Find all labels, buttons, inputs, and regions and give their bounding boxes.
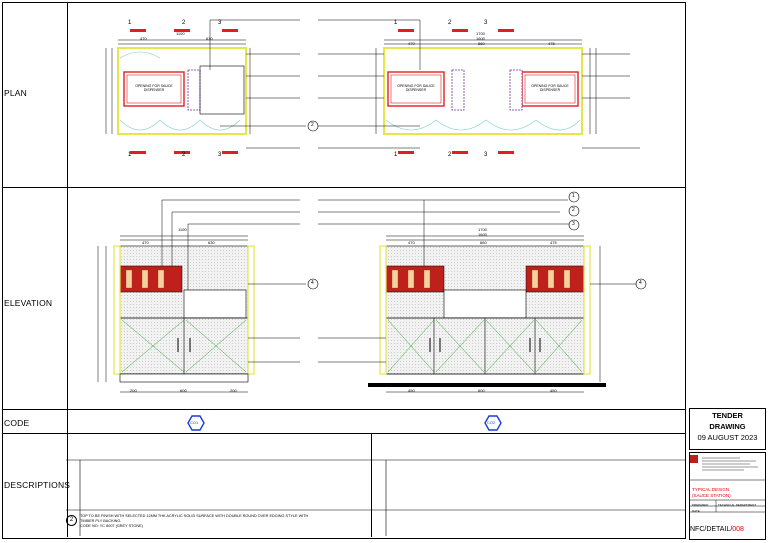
drawing-number: NFC/DETAIL/008 bbox=[690, 526, 744, 533]
tender-date: 09 AUGUST 2023 bbox=[697, 433, 758, 442]
label-column-divider bbox=[67, 3, 68, 537]
note-line-3: CODE NO: YC 8007 (GREY STONE) bbox=[80, 524, 143, 529]
row-label-descriptions: DESCRIPTIONS bbox=[4, 480, 71, 490]
title-block-lines bbox=[689, 455, 766, 513]
note-line-2: TIMBER PLY BACKING. bbox=[80, 519, 122, 524]
elev-left-tag-label: 4 bbox=[311, 280, 314, 286]
code-co2-label: CO2 bbox=[487, 420, 496, 425]
elev-right-dim-c: 475 bbox=[550, 240, 557, 245]
plan-tag-marker bbox=[307, 120, 319, 132]
description-table bbox=[66, 459, 686, 536]
elev-right-tag-4 bbox=[635, 278, 647, 290]
elev-right-tag-3 bbox=[568, 219, 580, 231]
plan-right-callout-2: 2 bbox=[448, 20, 452, 26]
plan-right-callout-1: 1 bbox=[394, 20, 398, 26]
plan-left bbox=[105, 19, 306, 154]
elevation-right bbox=[318, 199, 636, 393]
plan-left-dim-total: 1100 bbox=[176, 31, 185, 36]
elev-right-dim-total: 1700 bbox=[478, 227, 487, 232]
plan-right-callout-2b: 2 bbox=[448, 152, 452, 158]
elevation-left bbox=[97, 199, 306, 393]
drawing-number-value: 008 bbox=[732, 526, 744, 533]
plan-right-callout-3b: 3 bbox=[484, 152, 488, 158]
row-divider-elevation bbox=[3, 409, 685, 410]
plan-left-callout-2b: 2 bbox=[182, 152, 186, 158]
elev-left-dim-bottom-a: 200 bbox=[130, 388, 137, 393]
plan-right-dim-total: 1700 bbox=[476, 31, 485, 36]
elev-right-tag-2-label: 2 bbox=[572, 207, 575, 213]
plan-right-opening-label-a: OPENING FOR SAUCE DISPENSER bbox=[397, 84, 435, 92]
row-label-code: CODE bbox=[4, 418, 30, 428]
plan-left-dim-a: 470 bbox=[140, 36, 147, 41]
plan-right-callout-1b: 1 bbox=[394, 152, 398, 158]
code-badge-co2 bbox=[484, 415, 502, 431]
elev-right-dim-bottom-a: 450 bbox=[408, 388, 415, 393]
row-divider-code bbox=[3, 433, 685, 434]
code-badge-co1 bbox=[187, 415, 205, 431]
elev-right-dim-inner: 1600 bbox=[478, 232, 487, 237]
elev-left-dim-a: 470 bbox=[142, 240, 149, 245]
plan-right-dim-c: 475 bbox=[548, 41, 555, 46]
row-label-plan: PLAN bbox=[4, 88, 28, 98]
row-label-elevation: ELEVATION bbox=[4, 298, 53, 308]
plan-right-opening-label-b: OPENING FOR SAUCE DISPENSER bbox=[531, 84, 569, 92]
tender-title-2: DRAWING bbox=[709, 422, 746, 431]
plan-left-callout-3b: 3 bbox=[218, 152, 222, 158]
plan-left-callout-2: 2 bbox=[182, 20, 186, 26]
tender-box: TENDER DRAWING 09 AUGUST 2023 bbox=[689, 408, 766, 450]
title-line-1: TYPICAL DESIGN bbox=[692, 487, 730, 492]
plan-left-callout-1b: 1 bbox=[128, 152, 132, 158]
plan-left-callout-3: 3 bbox=[218, 20, 222, 26]
row-divider-plan bbox=[3, 187, 685, 188]
elev-left-dim-total: 1100 bbox=[178, 227, 187, 232]
plan-right-dim-a: 470 bbox=[408, 41, 415, 46]
elev-right-tag-3-label: 3 bbox=[572, 221, 575, 227]
title-block: TYPICAL DESIGN (SAUCE STATION) PREPARED … bbox=[689, 452, 766, 540]
elev-right-tag-4-label: 4 bbox=[639, 280, 642, 286]
note-mark: 2 bbox=[66, 515, 77, 526]
plan-right-dim-inner: 1600 bbox=[476, 36, 485, 41]
elev-left-dim-bottom-b: 600 bbox=[180, 388, 187, 393]
plan-right-dim-b: 660 bbox=[478, 41, 485, 46]
plan-tag-label: 2 bbox=[311, 122, 314, 128]
drawing-prefix: NFC/DETAIL/ bbox=[690, 526, 733, 533]
elev-left-dim-b: 630 bbox=[208, 240, 215, 245]
elev-left-dim-bottom-c: 200 bbox=[230, 388, 237, 393]
drawing-sheet bbox=[2, 2, 686, 539]
elev-right-dim-bottom-b: 600 bbox=[478, 388, 485, 393]
title-block-fineprint bbox=[702, 457, 758, 471]
plan-left-opening-label: OPENING FOR SAUCE DISPENSER bbox=[135, 84, 173, 92]
elev-right-tag-1 bbox=[568, 191, 580, 203]
plan-right bbox=[318, 19, 640, 154]
tender-title-1: TENDER bbox=[712, 411, 743, 420]
plan-left-dim-b: 630 bbox=[206, 36, 213, 41]
elev-right-dim-b: 660 bbox=[480, 240, 487, 245]
date-label: DATE bbox=[692, 509, 700, 513]
plan-right-callout-3: 3 bbox=[484, 20, 488, 26]
elev-right-dim-bottom-c: 450 bbox=[550, 388, 557, 393]
plan-left-callout-1: 1 bbox=[128, 20, 132, 26]
prepared-label: PREPARED bbox=[692, 503, 709, 507]
description-note: TOP TO BE FINISH WITH SELECTED 12MM THK … bbox=[80, 514, 308, 530]
elev-right-tag-1-label: 1 bbox=[572, 193, 575, 199]
note-line-1: TOP TO BE FINISH WITH SELECTED 12MM THK … bbox=[80, 514, 309, 518]
elev-right-tag-2 bbox=[568, 205, 580, 217]
code-co1-label: CO1 bbox=[190, 420, 199, 425]
prepared-value: TECHNICAL DEPARTMENT bbox=[718, 503, 757, 507]
elev-right-dim-a: 470 bbox=[408, 240, 415, 245]
description-divider bbox=[371, 433, 372, 537]
title-line-2: (SAUCE STATION) bbox=[692, 493, 731, 498]
elev-left-tag-marker bbox=[307, 278, 319, 290]
